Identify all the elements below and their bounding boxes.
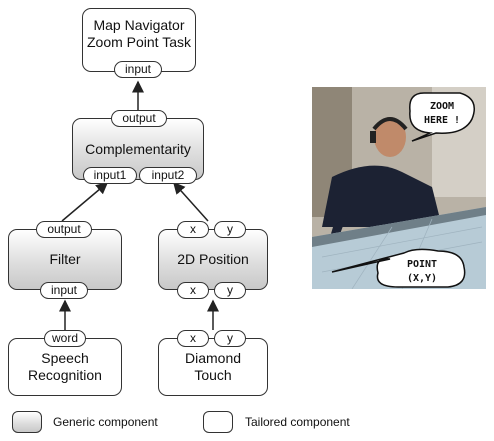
filter-output-port: output: [36, 221, 92, 238]
diamond-touch-x-port: x: [177, 330, 209, 347]
map-navigator-label: Map Navigator Zoom Point Task: [86, 17, 191, 50]
diamond-touch-label: Diamond Touch: [184, 350, 242, 383]
position-2d-out-x-port: x: [177, 282, 209, 299]
edge-position-to-complementarity: [172, 181, 209, 222]
legend-tailored-label: Tailored component: [245, 415, 350, 429]
diamond-touch-node: Diamond Touch: [158, 338, 268, 396]
position-2d-label: 2D Position: [177, 251, 249, 267]
diamond-touch-y-port: y: [214, 330, 246, 347]
filter-node: Filter: [8, 229, 122, 290]
legend-generic-swatch: [12, 411, 42, 433]
bubble-zoom-line1: ZOOM: [430, 101, 454, 112]
bubble-zoom-line2: HERE !: [424, 115, 460, 126]
speech-word-port: word: [44, 330, 86, 347]
complementarity-input1-port: input1: [83, 167, 137, 184]
speech-bubble-zoom: ZOOM HERE !: [409, 92, 475, 142]
filter-label: Filter: [49, 251, 81, 267]
filter-input-port: input: [40, 282, 88, 299]
complementarity-input2-port: input2: [139, 167, 197, 184]
legend-generic-label: Generic component: [53, 415, 158, 429]
bubble-point-line1: POINT: [407, 259, 437, 270]
speech-bubble-point: POINT (X,Y): [331, 248, 466, 288]
complementarity-label: Complementarity: [85, 140, 191, 157]
speech-recognition-label: Speech Recognition: [28, 350, 102, 383]
legend-tailored-swatch: [203, 411, 233, 433]
map-navigator-node: Map Navigator Zoom Point Task: [82, 8, 196, 72]
user-interaction-photo: ZOOM HERE ! POINT (X,Y): [312, 87, 486, 289]
map-navigator-input-port: input: [114, 61, 162, 78]
complementarity-output-port: output: [111, 110, 167, 127]
bubble-point-line2: (X,Y): [407, 273, 437, 284]
edge-filter-to-complementarity: [61, 182, 109, 222]
position-2d-out-y-port: y: [214, 282, 246, 299]
position-2d-in-y-port: y: [214, 221, 246, 238]
speech-recognition-node: Speech Recognition: [8, 338, 122, 396]
position-2d-node: 2D Position: [158, 229, 268, 290]
position-2d-in-x-port: x: [177, 221, 209, 238]
